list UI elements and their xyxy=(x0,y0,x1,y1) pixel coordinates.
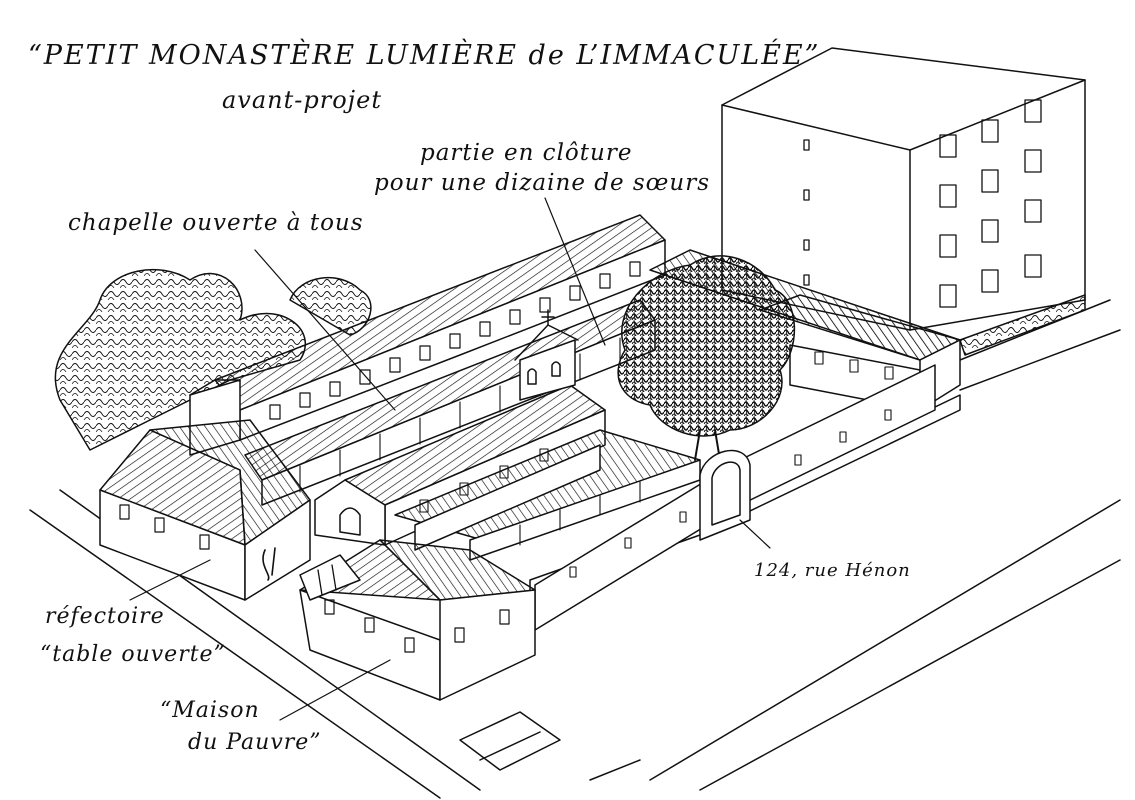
refectory xyxy=(99,419,311,601)
label-cloture-line2: pour une dizaine de sœurs xyxy=(374,170,711,196)
courtyard-tree xyxy=(617,255,796,461)
label-street-address: 124, rue Hénon xyxy=(754,560,911,581)
drawing-subtitle: avant-projet xyxy=(222,86,382,114)
label-cloture-line1: partie en clôture xyxy=(420,140,633,166)
label-maison-line1: “Maison xyxy=(160,698,260,723)
background-trees xyxy=(54,268,372,451)
maison-du-pauvre xyxy=(299,539,536,701)
leader-lines xyxy=(129,197,771,721)
apartment-building xyxy=(721,47,1086,356)
label-maison-line2: du Pauvre” xyxy=(188,730,322,755)
label-refectoire-line1: réfectoire xyxy=(45,604,165,629)
inner-galleries xyxy=(394,429,701,561)
drawing-title: “PETIT MONASTÈRE LUMIÈRE de L’IMMACULÉE” xyxy=(28,40,821,71)
label-refectoire-line2: “table ouverte” xyxy=(40,642,226,667)
label-chapelle: chapelle ouverte à tous xyxy=(68,210,364,236)
